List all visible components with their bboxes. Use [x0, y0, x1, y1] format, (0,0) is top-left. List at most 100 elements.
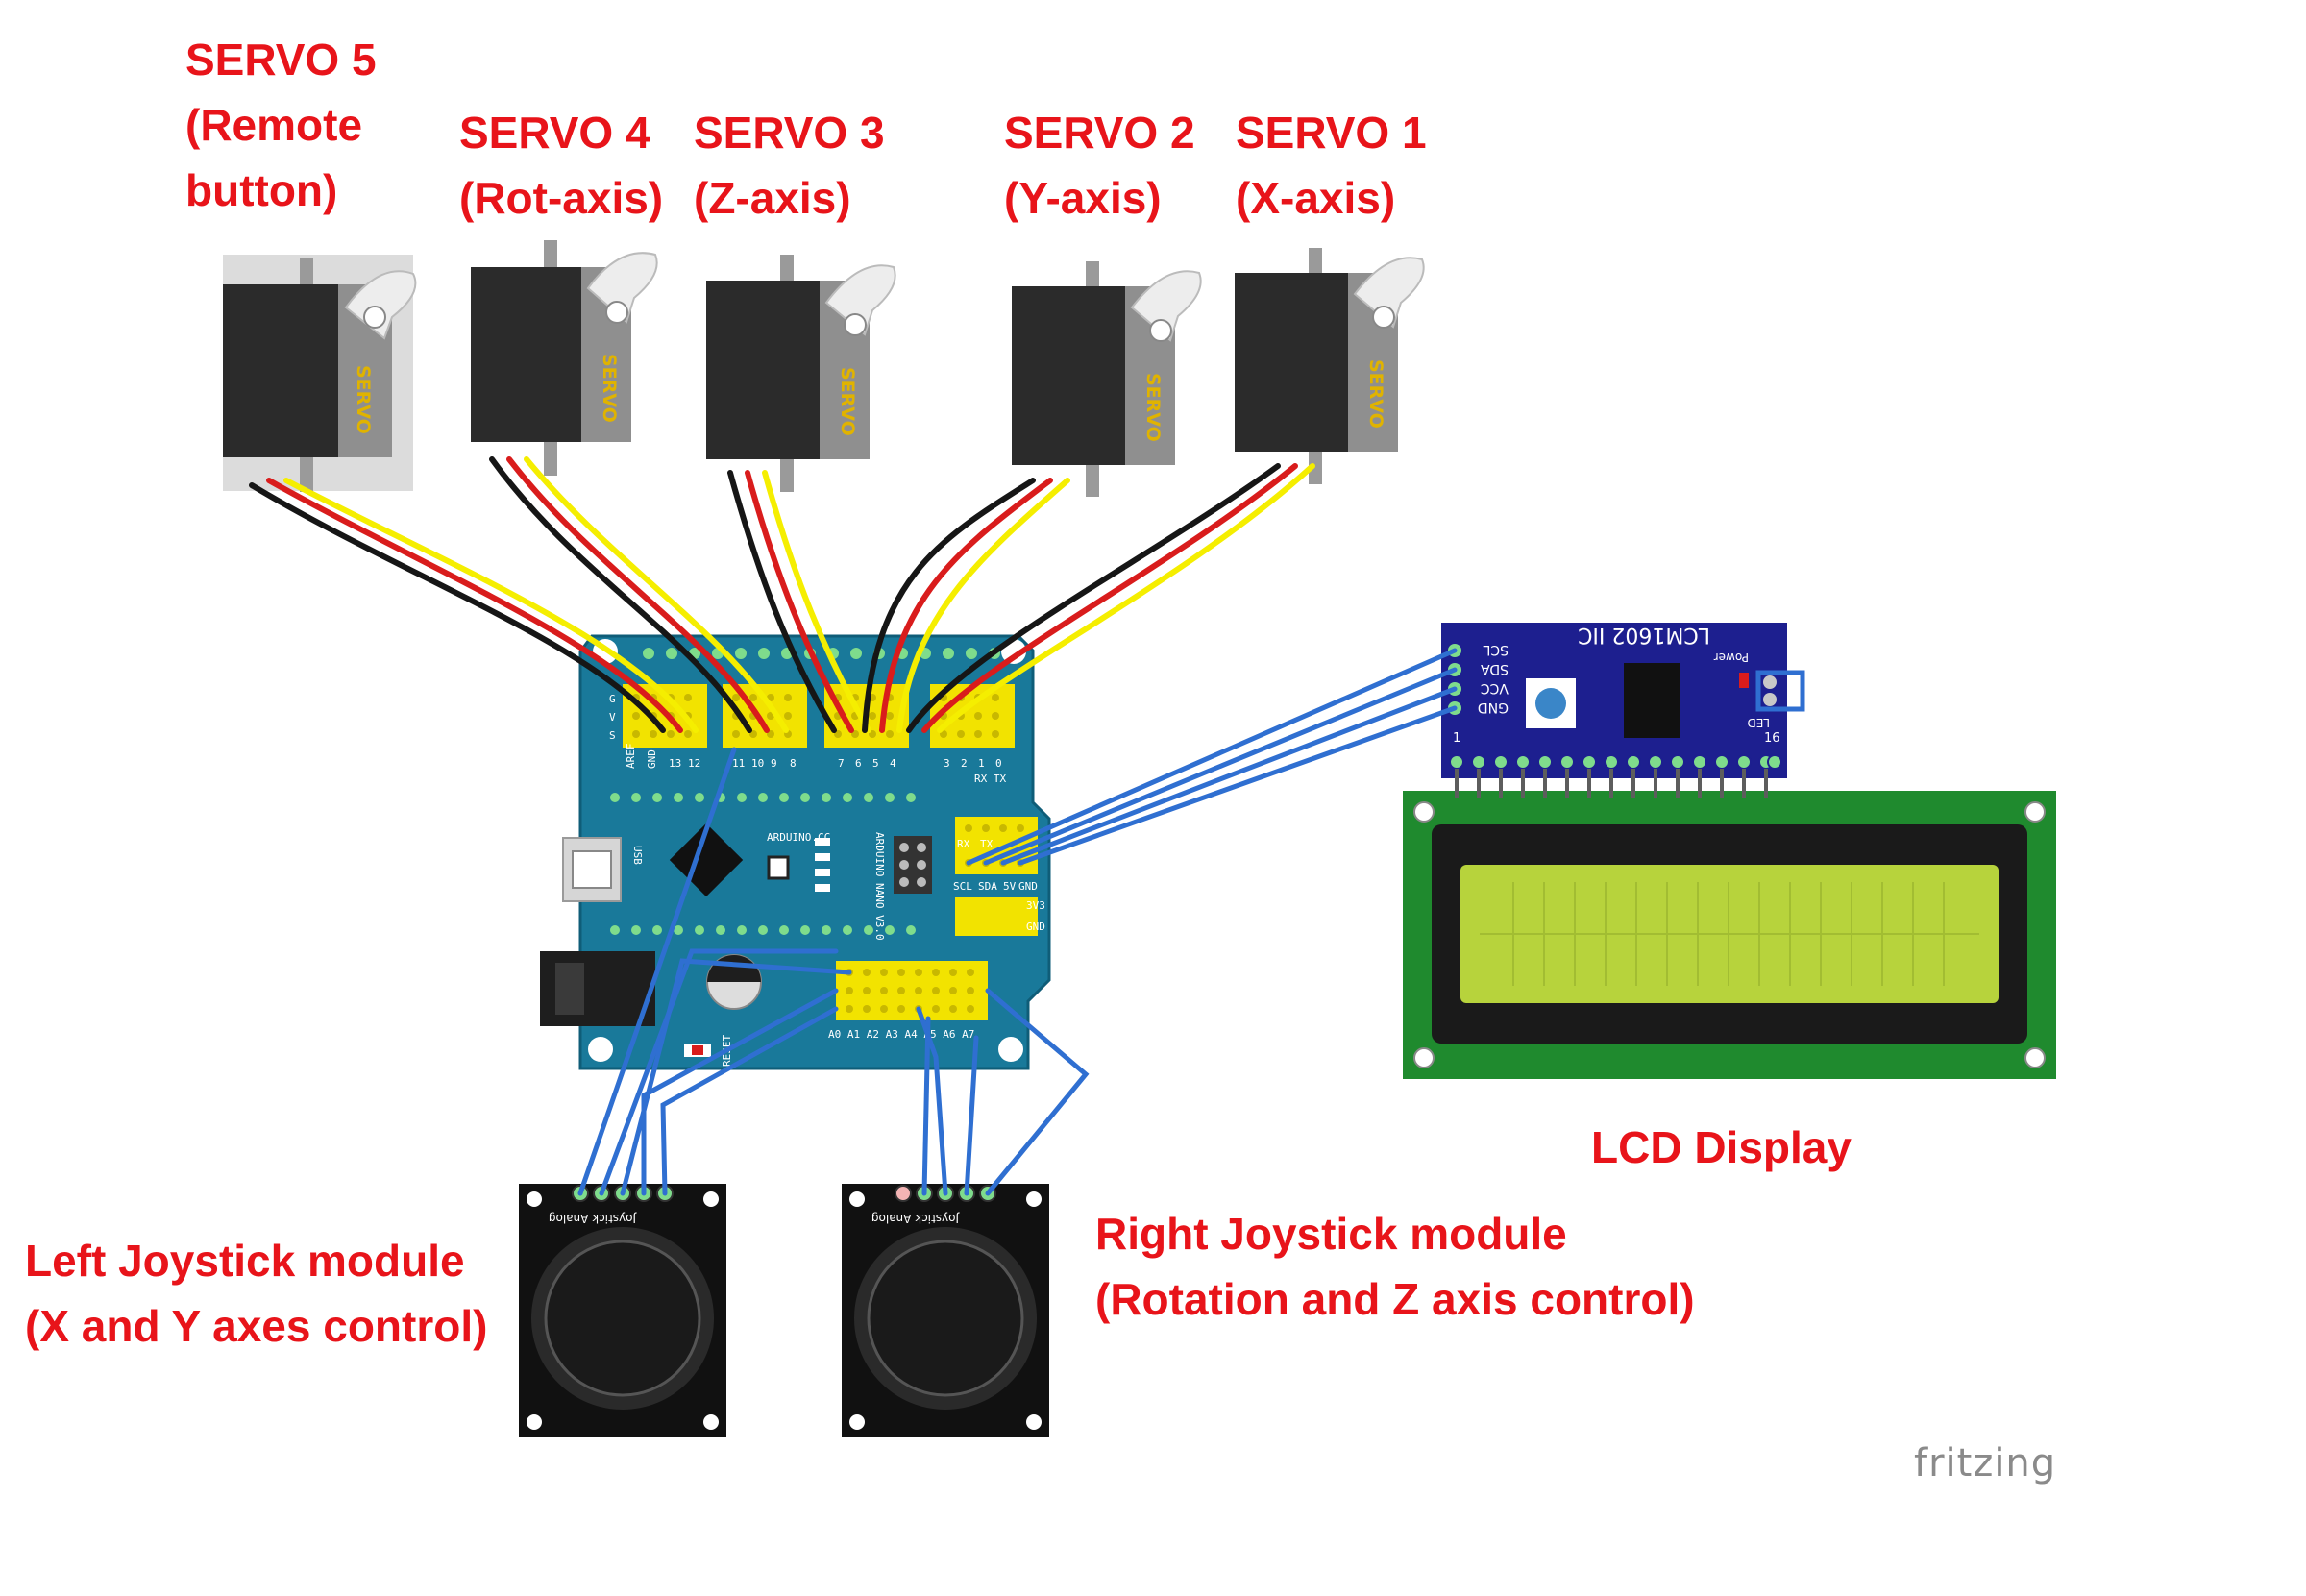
i2c-scl: SCL: [953, 880, 972, 893]
digit-13: 13: [669, 757, 681, 770]
lcd-hole-tr: [2024, 801, 2046, 823]
servo2-mount: [1086, 261, 1099, 292]
i2c-rx: RX: [957, 838, 970, 850]
shield-top-pin-row: [643, 648, 1000, 659]
servo4-label-line1: SERVO 4: [459, 108, 650, 158]
led-2: [815, 853, 830, 861]
digit-0: 0: [995, 757, 1002, 770]
servo5-label-line3: button): [185, 165, 338, 215]
i2c-pin-vcc: VCC: [1481, 680, 1509, 696]
right-joystick-wire-vry: [921, 1016, 931, 1196]
right-joystick-label: Right Joystick module (Rotation and Z ax…: [1095, 1201, 1695, 1332]
servo5-horn: [344, 270, 417, 340]
servo1-wire-gnd: [906, 463, 1281, 733]
servo4[interactable]: SERVO: [471, 240, 658, 476]
left-joystick-label-line2: (X and Y axes control): [25, 1301, 488, 1351]
i2c-pin-gnd: GND: [1478, 700, 1509, 715]
lcd-label: LCD Display: [1591, 1115, 1852, 1180]
servo4-label: SERVO 4 (Rot-axis): [459, 100, 663, 231]
lcd-label-text: LCD Display: [1591, 1122, 1852, 1172]
servo3[interactable]: SERVO: [706, 255, 896, 492]
left-joystick[interactable]: Joystick Analog: [519, 1184, 726, 1437]
servo4-wire-vcc: [506, 456, 770, 733]
servo2-body: [1012, 286, 1125, 465]
servo-wires: [249, 456, 1315, 733]
gvs-s: S: [609, 729, 616, 742]
left-joystick-hole-tl: [527, 1191, 542, 1207]
servo1-mount: [1309, 248, 1322, 279]
analog-header-pins: [846, 969, 974, 1013]
right-joystick-knob: [867, 1240, 1024, 1397]
servo4-wire-signal: [524, 456, 789, 733]
power-3v3: 3V3: [1026, 899, 1045, 912]
servo3-brand: SERVO: [837, 367, 858, 436]
nano-label: ARDUINO NANO V3.0: [873, 832, 886, 941]
servo3-label-line1: SERVO 3: [694, 108, 885, 158]
servo5-mount-bottom: [300, 450, 313, 492]
reset-button-cap: [692, 1045, 703, 1055]
joystick-wires: [577, 747, 1090, 1196]
i2c-lcd-pin-legs: [1455, 769, 1768, 798]
i2c-pcb: [1441, 623, 1787, 778]
servo1[interactable]: SERVO: [1235, 248, 1425, 484]
servo2-mount-bottom: [1086, 456, 1099, 497]
servo1-label: SERVO 1 (X-axis): [1236, 100, 1427, 231]
left-joystick-wire-vry: [599, 948, 839, 1196]
servo3-wire-vcc: [745, 470, 854, 733]
right-joystick-hole-br: [1026, 1414, 1042, 1430]
right-joystick-text: Joystick Analog: [871, 1212, 960, 1225]
digit-7: 7: [838, 757, 845, 770]
i2c-backpack[interactable]: SCL SDA VCC GND LCM1602 IIC Power LED 1 …: [1441, 623, 1805, 798]
analog-header: [836, 961, 988, 1020]
servo3-wire-gnd: [727, 470, 837, 733]
lcd-hole-bl: [1413, 1047, 1435, 1068]
servo4-horn: [586, 252, 658, 324]
servo4-horn-hole: [605, 301, 628, 324]
servo1-horn: [1353, 257, 1425, 329]
shield-hole-br: [998, 1037, 1023, 1062]
i2c-power-label: Power: [1714, 651, 1749, 664]
digit-9: 9: [771, 757, 777, 770]
servo1-mount-bottom: [1309, 444, 1322, 484]
servo1-label-line2: (X-axis): [1236, 173, 1396, 223]
right-joystick-wire-vrx: [916, 1006, 948, 1196]
right-joystick-wire-gnd: [985, 988, 1090, 1196]
left-joystick-wire-sw: [577, 747, 737, 1196]
servo4-mount: [544, 240, 557, 271]
digit-11: 11: [732, 757, 745, 770]
icsp-header: [894, 836, 932, 894]
i2c-wire-sda: [983, 667, 1458, 866]
digit-5: 5: [872, 757, 879, 770]
servo4-label-line2: (Rot-axis): [459, 173, 664, 223]
nano-pin-rows: [610, 793, 916, 935]
servo1-label-line1: SERVO 1: [1236, 108, 1427, 158]
left-joystick-knob: [544, 1240, 701, 1397]
servo2[interactable]: SERVO: [1012, 261, 1202, 497]
right-joystick-label-line2: (Rotation and Z axis control): [1095, 1274, 1695, 1324]
servo1-brand: SERVO: [1365, 359, 1386, 429]
right-joystick-hole-bl: [849, 1414, 865, 1430]
servo5[interactable]: SERVO: [223, 255, 417, 492]
servo3-label: SERVO 3 (Z-axis): [694, 100, 885, 231]
servo5-wire-vcc: [266, 478, 683, 733]
servo5-wire-signal: [283, 478, 699, 733]
i2c-pin-scl: SCL: [1483, 642, 1509, 657]
digit-12: 12: [688, 757, 700, 770]
servo4-body: [471, 267, 581, 442]
led-1: [815, 838, 830, 846]
digit-1: 1: [978, 757, 985, 770]
i2c-pin-sda: SDA: [1481, 661, 1509, 676]
fritzing-watermark: fritzing: [1914, 1441, 2057, 1486]
led-jumper: [1755, 670, 1805, 712]
right-joystick-wire-5v: [964, 1035, 979, 1196]
gvs-v: V: [609, 711, 616, 724]
arduino-cc-label: ARDUINO.CC: [767, 831, 830, 844]
servo5-horn-hole: [363, 306, 386, 329]
analog-row-label: A0 A1 A2 A3 A4 A5 A6 A7: [828, 1028, 974, 1041]
power-gnd: GND: [1026, 921, 1045, 933]
right-joystick[interactable]: Joystick Analog: [842, 1184, 1049, 1437]
servo2-horn-hole: [1149, 319, 1172, 342]
left-joystick-label: Left Joystick module (X and Y axes contr…: [25, 1228, 487, 1359]
servo5-label-line2: (Remote: [185, 100, 363, 150]
lcd-display[interactable]: [1403, 791, 2056, 1079]
